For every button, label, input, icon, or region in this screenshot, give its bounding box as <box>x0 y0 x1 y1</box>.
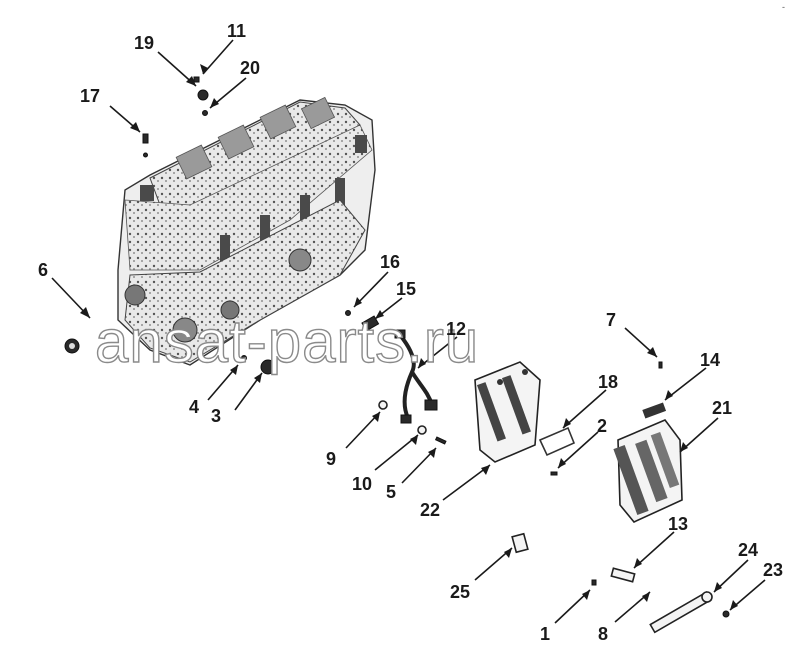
part-14-spring <box>642 402 667 419</box>
part-16-clip <box>345 310 351 316</box>
part-17-screw <box>142 133 149 158</box>
callout-8: 8 <box>598 624 608 644</box>
part-1-bolt <box>591 579 597 586</box>
part-21-ecu-module <box>613 419 683 523</box>
callout-25: 25 <box>450 582 470 602</box>
callout-22: 22 <box>420 500 440 520</box>
part-18-gasket <box>538 426 576 457</box>
callout-15: 15 <box>396 279 416 299</box>
part-11-bolt <box>193 76 200 83</box>
callout-13: 13 <box>668 514 688 534</box>
callout-24: 24 <box>738 540 758 560</box>
part-22-mounting-plate <box>474 361 541 463</box>
watermark: ansat-parts.ru <box>95 308 479 375</box>
part-4-washer <box>241 355 247 361</box>
part-20-washer <box>202 110 208 116</box>
part-13-bracket <box>610 567 636 583</box>
callout-7: 7 <box>606 310 616 330</box>
callout-20: 20 <box>240 58 260 78</box>
corner-mark: - <box>782 2 785 12</box>
part-19-nut <box>197 89 209 101</box>
part-8-rod <box>649 590 713 634</box>
part-23-nut <box>722 610 730 618</box>
part-25-bolt <box>511 532 529 554</box>
callout-11: 11 <box>227 21 246 41</box>
part-6-sensor <box>64 338 80 354</box>
callout-14: 14 <box>700 350 720 370</box>
callout-1: 1 <box>540 624 550 644</box>
part-3-fitting <box>260 359 276 375</box>
callout-labels: 1 2 3 4 5 6 7 8 9 10 11 12 13 14 15 16 1… <box>38 21 783 644</box>
part-12-wire-harness <box>394 329 438 424</box>
callout-3: 3 <box>211 406 221 426</box>
callout-9: 9 <box>326 449 336 469</box>
part-7-screw <box>658 361 663 369</box>
engine-block <box>117 96 376 366</box>
callout-21: 21 <box>712 398 732 418</box>
callout-6: 6 <box>38 260 48 280</box>
callout-4: 4 <box>189 397 199 417</box>
callout-2: 2 <box>597 416 607 436</box>
part-15-connector <box>361 315 380 332</box>
callout-17: 17 <box>80 86 100 106</box>
callout-16: 16 <box>380 252 400 272</box>
arrowheads <box>80 64 738 610</box>
callout-23: 23 <box>763 560 783 580</box>
part-2-screw <box>550 471 558 476</box>
callout-19: 19 <box>134 33 154 53</box>
part-9-grommet <box>378 400 388 410</box>
part-5-screw <box>434 436 447 445</box>
callout-12: 12 <box>446 319 466 339</box>
part-10-clamp <box>417 425 427 435</box>
callout-5: 5 <box>386 482 396 502</box>
callout-18: 18 <box>598 372 618 392</box>
callout-10: 10 <box>352 474 372 494</box>
